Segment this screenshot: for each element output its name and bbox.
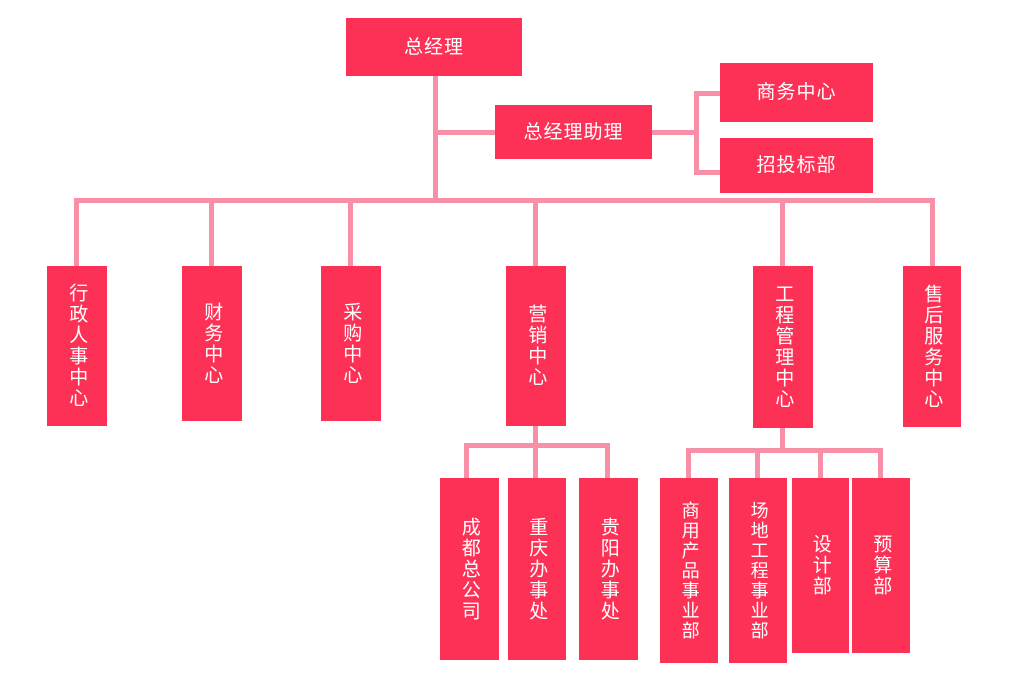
node-engineering-center[interactable]: 工程管理中心 [753,266,813,428]
node-procurement-center[interactable]: 采购中心 [321,266,381,421]
connector-assistant-to-business [694,91,722,96]
connector-drop-aftersales [930,198,935,268]
node-guiyang-office[interactable]: 贵阳办事处 [579,478,638,660]
connector-drop-finance [209,198,214,268]
connector-marketing-drop-chengdu [464,443,469,481]
connector-engineering-drop-budget [878,448,883,482]
connector-assistant-to-bidding [694,170,722,175]
node-chengdu-hq[interactable]: 成都总公司 [440,478,499,660]
node-admin-hr-center[interactable]: 行政人事中心 [47,266,107,426]
node-budget-dept[interactable]: 预算部 [852,478,910,653]
node-finance-center[interactable]: 财务中心 [182,266,242,421]
node-business-center[interactable]: 商务中心 [720,63,873,122]
node-commercial-product-div[interactable]: 商用产品事业部 [660,478,718,663]
connector-drop-admin-hr [74,198,79,268]
connector-marketing-drop-guiyang [605,443,610,481]
node-site-engineering-div[interactable]: 场地工程事业部 [729,478,787,663]
connector-gm-to-assistant [433,130,497,135]
node-chongqing-office[interactable]: 重庆办事处 [508,478,566,660]
connector-drop-marketing [533,198,538,268]
connector-drop-procurement [348,198,353,268]
connector-engineering-stem [780,426,785,450]
connector-assistant-out [651,130,699,135]
connector-engineering-drop-commercial [686,448,691,482]
connector-engineering-bus [686,448,882,453]
node-general-manager[interactable]: 总经理 [346,18,522,76]
node-aftersales-center[interactable]: 售后服务中心 [903,266,961,427]
connector-assistant-riser [694,91,699,175]
connector-marketing-drop-chongqing [533,443,538,481]
connector-marketing-stem [533,425,538,447]
connector-drop-engineering [780,198,785,268]
node-design-dept[interactable]: 设计部 [792,478,849,653]
node-marketing-center[interactable]: 营销中心 [506,266,566,426]
node-gm-assistant[interactable]: 总经理助理 [495,105,652,159]
node-bidding-dept[interactable]: 招投标部 [720,138,873,193]
connector-engineering-drop-design [818,448,823,482]
connector-gm-stem [433,75,438,202]
connector-main-bus [74,198,935,203]
connector-engineering-drop-site [755,448,760,482]
